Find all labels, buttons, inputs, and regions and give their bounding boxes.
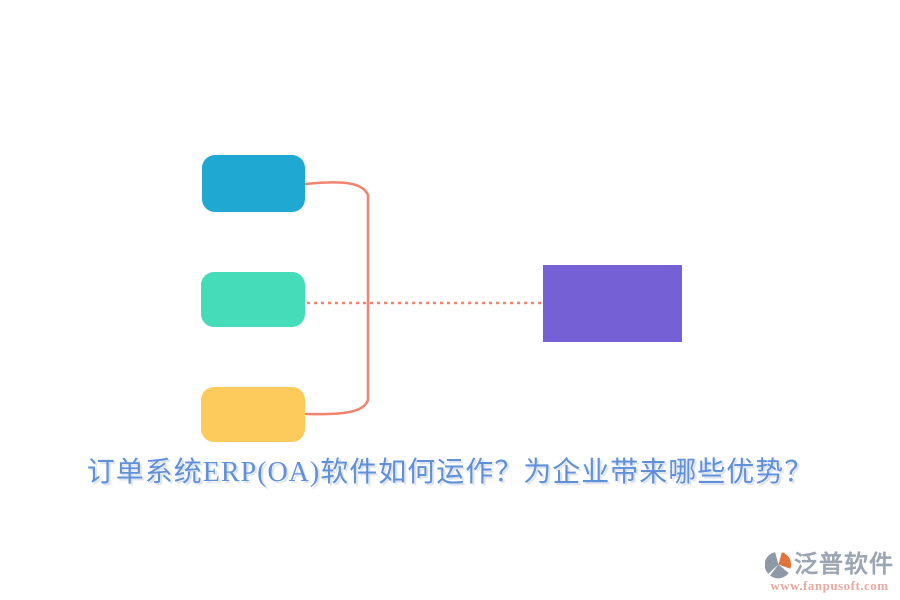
page-title: 订单系统ERP(OA)软件如何运作？为企业带来哪些优势？ (86, 457, 814, 488)
node-result (543, 265, 682, 342)
node-bottom-item (201, 387, 305, 442)
node-top-item (202, 155, 305, 212)
brand-url: www.fanpusoft.com (770, 578, 889, 593)
node-middle-item (201, 272, 305, 327)
bracket-connector (304, 181, 370, 416)
watermark: 泛普软件 www.fanpusoft.com (765, 550, 894, 593)
watermark-brand-row: 泛普软件 (765, 550, 894, 579)
brand-name: 泛普软件 (794, 551, 894, 578)
fanpu-logo-icon (765, 552, 792, 579)
